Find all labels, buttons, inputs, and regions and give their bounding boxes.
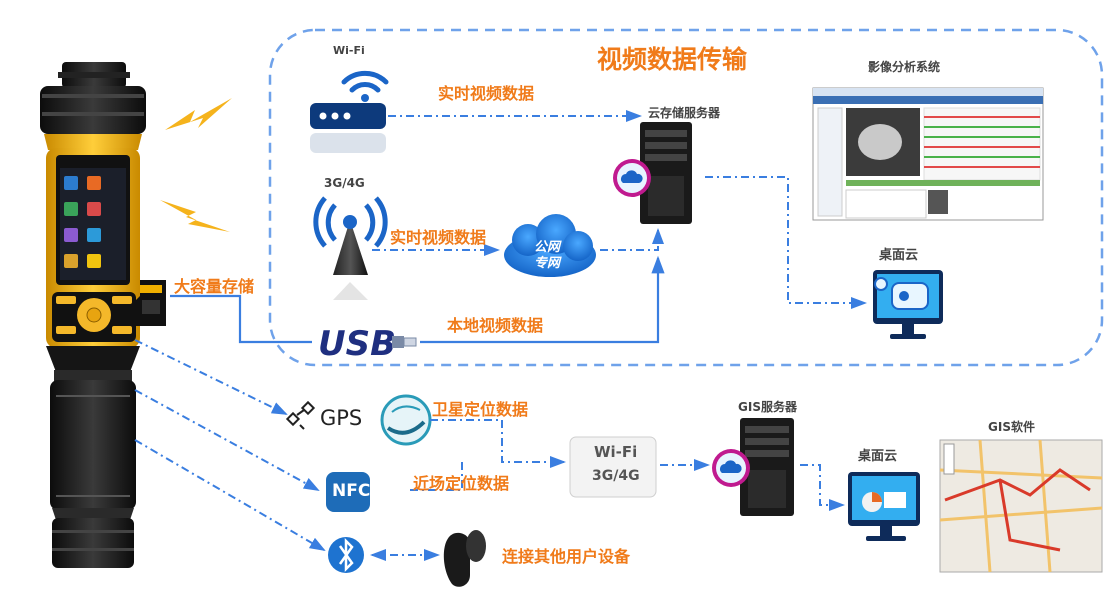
local-video-label: 本地视频数据 (447, 316, 544, 335)
cloud-storage-server (613, 122, 692, 224)
video-transfer-frame (268, 28, 1104, 367)
wifi-router-icon (310, 70, 389, 153)
satellite-icon (285, 400, 316, 430)
desktop-cloud-label: 桌面云 (879, 248, 919, 263)
desktop-cloud-monitor (873, 270, 943, 339)
nfc-badge-bg (326, 472, 370, 512)
wireless-signal-bolt (165, 98, 232, 130)
desktop-cloud-monitor-gis (848, 472, 920, 541)
public-network-cloud (504, 214, 596, 277)
cloud-server-label: 云存储服务器 (648, 106, 721, 120)
beidou-globe-icon (380, 394, 432, 446)
bluetooth-icon (328, 537, 364, 573)
public-net-label: 公网 (534, 240, 561, 255)
desktop-cloud-gis-label: 桌面云 (858, 449, 898, 464)
micro-sd-card (136, 280, 166, 326)
gis-map (939, 439, 1103, 573)
page-title: 视频数据传输 (597, 45, 748, 74)
gis-software-label: GIS软件 (988, 420, 1035, 434)
svg-text:USB: USB (318, 324, 396, 364)
body-camera-device (40, 62, 146, 568)
nfc-label: NFC (332, 481, 371, 501)
gis-server (712, 418, 794, 516)
video-system-label: 影像分析系统 (868, 60, 941, 74)
realtime-cell-label: 实时视频数据 (390, 228, 487, 247)
cell-tower-icon (313, 196, 388, 300)
wifi-label: Wi-Fi (333, 44, 365, 57)
nfc-positioning-label: 近场定位数据 (413, 474, 510, 493)
realtime-wifi-label: 实时视频数据 (438, 84, 535, 103)
wireless-signal-bolt (160, 200, 230, 232)
bluetooth-headset-icon (443, 530, 486, 587)
wireless-relay-box (569, 436, 657, 498)
relay-cell-label: 3G/4G (592, 468, 640, 484)
mass-storage-label: 大容量存储 (174, 277, 255, 296)
cell-label: 3G/4G (324, 176, 365, 190)
gps-label: GPS (320, 406, 363, 430)
connect-devices-label: 连接其他用户设备 (502, 547, 631, 566)
usb-connector-icon: USB (318, 324, 417, 364)
relay-wifi-label: Wi-Fi (594, 443, 638, 461)
sat-positioning-label: 卫星定位数据 (432, 400, 529, 419)
gis-server-label: GIS服务器 (738, 400, 797, 414)
private-net-label: 专网 (534, 256, 561, 271)
video-analysis-screenshot (812, 87, 1044, 221)
